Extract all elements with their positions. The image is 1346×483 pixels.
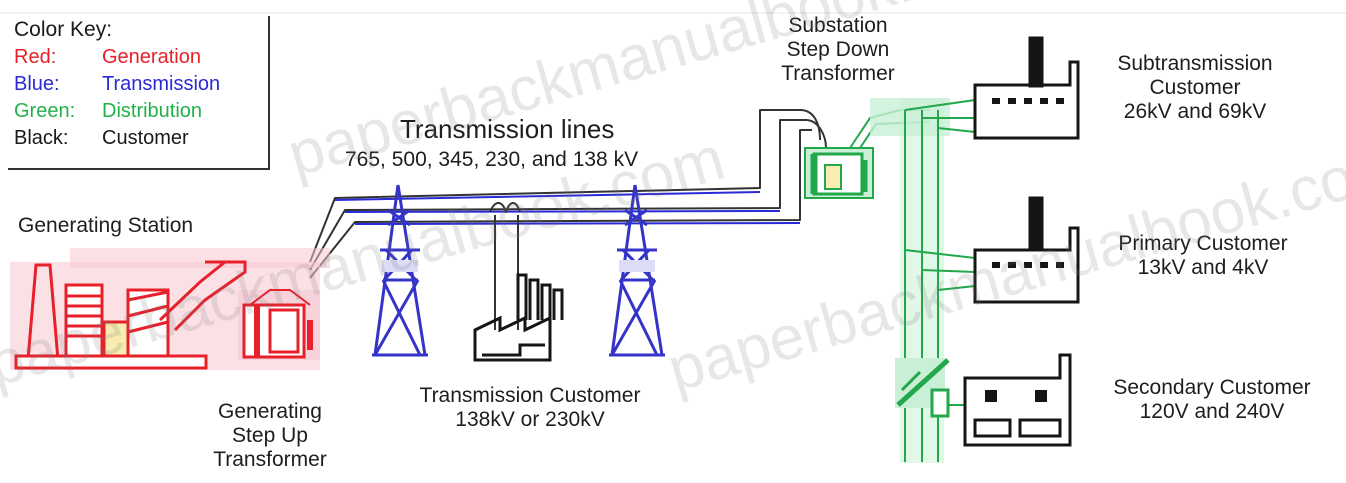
color-key: Color Key: Red:Generation Blue:Transmiss… — [8, 16, 270, 170]
color-key-title: Color Key: — [14, 18, 113, 41]
color-key-row-distribution: Green:Distribution — [14, 100, 203, 122]
primary-customer-icon — [973, 196, 1080, 304]
color-key-row-generation: Red:Generation — [14, 46, 201, 68]
transmission-customer-label: Transmission Customer 138kV or 230kV — [419, 384, 641, 432]
transmission-lines-label: Transmission lines — [400, 114, 615, 144]
step-up-transformer-label: Generating Step Up Transformer — [213, 400, 327, 472]
step-up-transformer-icon — [238, 289, 320, 360]
transmission-lines — [309, 109, 812, 330]
secondary-customer-house-icon — [963, 353, 1072, 447]
transmission-voltages-label: 765, 500, 345, 230, and 138 kV — [345, 148, 639, 171]
color-key-row-customer: Black:Customer — [14, 127, 189, 149]
transmission-tower-icon — [372, 184, 428, 357]
primary-customer-label: Primary Customer 13kV and 4kV — [1118, 232, 1288, 280]
secondary-customer-label: Secondary Customer 120V and 240V — [1113, 376, 1311, 424]
generating-station-label: Generating Station — [18, 214, 194, 237]
subtransmission-customer-icon — [973, 36, 1080, 140]
subtransmission-customer-label: Subtransmission Customer 26kV and 69kV — [1117, 52, 1273, 124]
color-key-row-transmission: Blue:Transmission — [14, 73, 221, 95]
substation-label: Substation Step Down Transformer — [781, 14, 895, 86]
transmission-tower-icon — [609, 184, 665, 357]
transmission-customer-factory-icon — [473, 273, 564, 362]
distribution-lines — [870, 98, 976, 463]
step-down-transformer-icon — [799, 109, 931, 199]
